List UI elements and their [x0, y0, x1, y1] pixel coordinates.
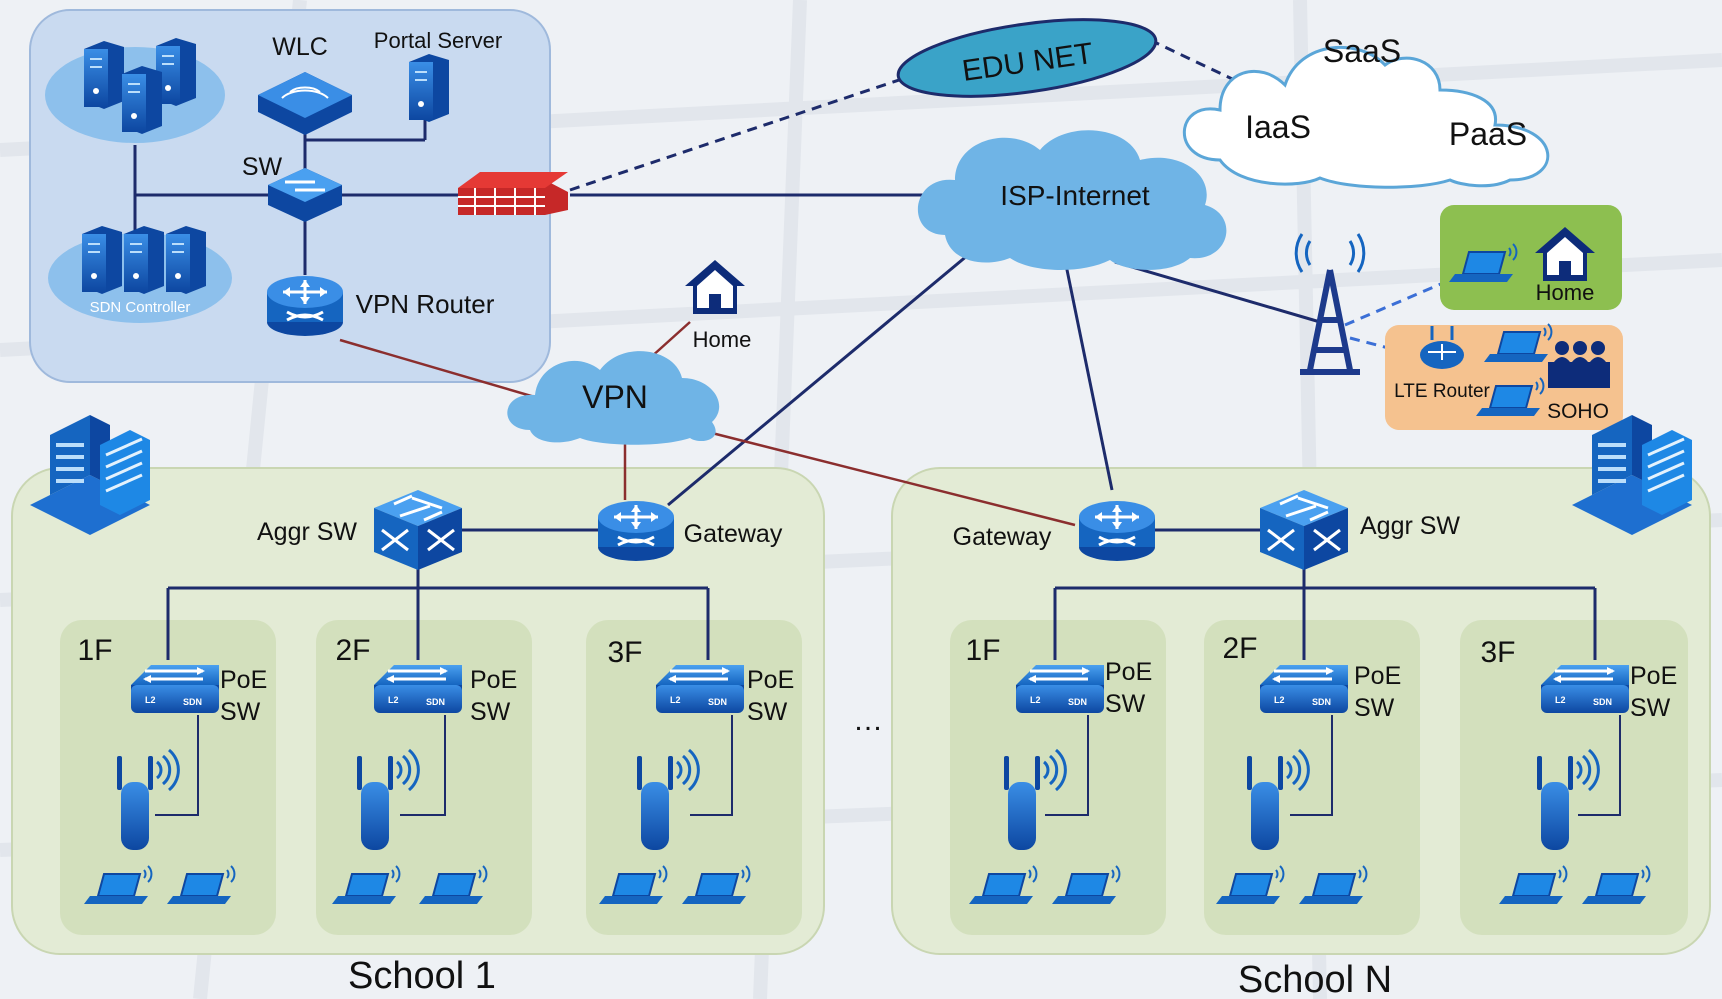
isp-internet-cloud: ISP-Internet: [917, 130, 1227, 270]
school-n-floor-3-box: [1460, 620, 1688, 935]
school-n-floor-3: 3F PoE SW: [1480, 636, 1677, 905]
poe-label: PoE: [220, 666, 267, 694]
school-n-aggr-switch: Aggr SW: [1258, 488, 1460, 572]
home-vpn-label: Home: [693, 327, 752, 352]
lte-router-label: LTE Router: [1394, 381, 1490, 402]
vpn-cloud: VPN: [507, 351, 720, 445]
saas-label: SaaS: [1323, 33, 1401, 69]
home-lte-label: Home: [1536, 280, 1595, 305]
iaas-label: IaaS: [1245, 109, 1311, 145]
poe-label: PoE: [1630, 662, 1677, 690]
saas-cloud: SaaS IaaS PaaS: [1182, 33, 1550, 189]
sdn-controller-cluster: SDN Controller: [48, 225, 232, 323]
floor-label: 2F: [1222, 632, 1257, 665]
floor-label: 1F: [77, 634, 112, 667]
edu-net-cloud: EDU NET: [896, 18, 1158, 98]
floor-label: 3F: [1480, 636, 1515, 669]
wlc-device: WLC: [258, 33, 352, 135]
school-n-floor-1: 1F PoE SW: [965, 634, 1152, 905]
soho-label: SOHO: [1547, 400, 1609, 423]
school-n-gateway: Gateway: [953, 499, 1157, 563]
sw-label: SW: [220, 698, 261, 726]
sdn-controller-label: SDN Controller: [90, 299, 191, 316]
school-1-aggr-switch: Aggr SW: [257, 488, 464, 572]
poe-switch-icon: [1258, 663, 1350, 715]
sw-label: SW: [1630, 694, 1671, 722]
school-n-label: School N: [1238, 959, 1392, 999]
home-vpn: Home: [685, 260, 751, 352]
dashed-links: [569, 38, 1246, 192]
school-1-gateway: Gateway: [596, 499, 783, 563]
paas-label: PaaS: [1449, 116, 1527, 152]
school-1-floor-1: 1F PoE SW: [77, 634, 267, 905]
poe-switch-icon: [1539, 663, 1631, 715]
home-lte-box: Home: [1440, 205, 1622, 310]
poe-label: PoE: [1354, 662, 1401, 690]
poe-switch-icon: [129, 663, 221, 715]
poe-switch-icon: [654, 663, 746, 715]
poe-switch-icon: [372, 663, 464, 715]
school-1-floor-3-box: [586, 620, 802, 935]
vpn-router: VPN Router: [265, 274, 495, 338]
school-n-floor-2-box: [1204, 620, 1420, 935]
core-switch: SW: [242, 153, 342, 222]
school-1-floor-2-box: [316, 620, 532, 935]
poe-label: PoE: [470, 666, 517, 694]
soho-box: LTE Router SOHO: [1385, 323, 1623, 430]
school-n-floor-1-box: [950, 620, 1166, 935]
school-1-floor-3: 3F PoE SW: [598, 636, 794, 905]
poe-label: PoE: [1105, 658, 1152, 686]
poe-label: PoE: [747, 666, 794, 694]
sw-label: SW: [242, 153, 283, 181]
isp-internet-label: ISP-Internet: [1000, 180, 1150, 211]
portal-server-label: Portal Server: [374, 28, 502, 53]
school-1-aggr-sw-label: Aggr SW: [257, 518, 357, 546]
lte-tower-icon: [1294, 233, 1366, 375]
school-1-gateway-label: Gateway: [684, 520, 783, 548]
sw-label: SW: [747, 698, 788, 726]
ap-links: [155, 715, 1621, 816]
school-n-floor-2: 2F PoE SW: [1215, 632, 1401, 905]
wlc-label: WLC: [272, 33, 328, 61]
school-1-label: School 1: [348, 955, 496, 997]
meeting-icon: [1548, 341, 1610, 388]
floor-label: 2F: [335, 634, 370, 667]
firewall-icon: [458, 172, 568, 215]
vpn-label: VPN: [582, 379, 648, 415]
portal-server: Portal Server: [374, 28, 502, 123]
floor-label: 3F: [607, 636, 642, 669]
vpn-router-label: VPN Router: [356, 289, 495, 319]
sw-label: SW: [1354, 694, 1395, 722]
school-n-gateway-label: Gateway: [953, 523, 1052, 551]
poe-switch-icon: [1014, 663, 1106, 715]
ellipsis-label: …: [853, 704, 883, 737]
server-cluster-top: [45, 37, 225, 143]
wired-links: [133, 115, 1597, 660]
school-1-floor-2: 2F PoE SW: [331, 634, 517, 905]
sw-label: SW: [470, 698, 511, 726]
school-n-aggr-sw-label: Aggr SW: [1360, 512, 1460, 540]
floor-label: 1F: [965, 634, 1000, 667]
vpn-links: [339, 321, 1076, 527]
sw-label: SW: [1105, 690, 1146, 718]
